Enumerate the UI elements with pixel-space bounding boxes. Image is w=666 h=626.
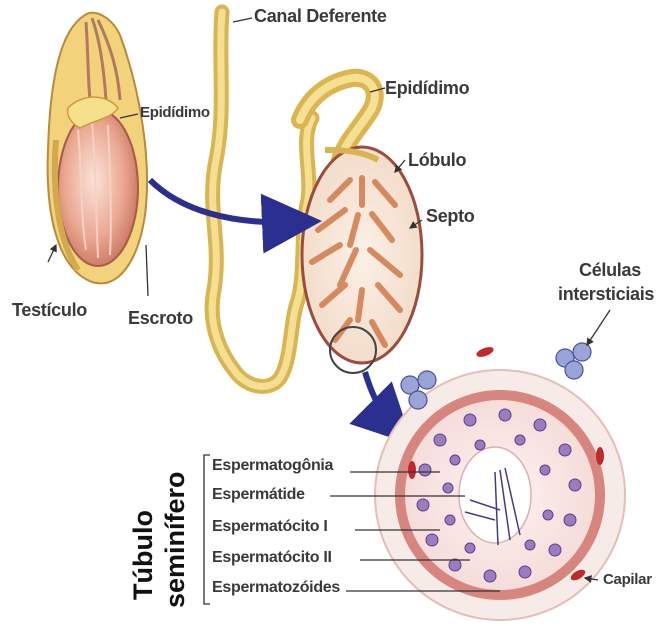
label-celulas-line1: Células [579,260,641,281]
testis-section-drawing [302,147,422,363]
label-canal-deferente: Canal Deferente [254,6,387,27]
list-item-espermatide: Espermátide [212,486,305,504]
label-capilar: Capilar [603,571,652,588]
scrotum-drawing [48,13,147,284]
label-testiculo: Testículo [12,300,87,321]
label-septo: Septo [426,206,475,227]
label-escroto: Escroto [128,308,193,329]
arrow-scrotum-to-testis [150,180,298,222]
list-item-espermatozoides: Espermatozóides [212,579,340,597]
label-lobulo: Lóbulo [408,150,466,171]
label-celulas-line2: intersticiais [558,284,654,305]
label-epididimo-small: Epidídimo [140,104,210,121]
tubule-title-line1: Túbulo [128,510,158,600]
list-item-espermatogonia: Espermatogônia [212,457,333,475]
list-item-espermatocito-i: Espermatócito I [212,518,328,536]
label-epididimo: Epidídimo [385,78,469,99]
list-item-espermatocito-ii: Espermatócito II [212,549,332,567]
arrow-lobule-to-tubule [365,372,396,428]
tubule-title-line2: seminífero [160,471,190,608]
